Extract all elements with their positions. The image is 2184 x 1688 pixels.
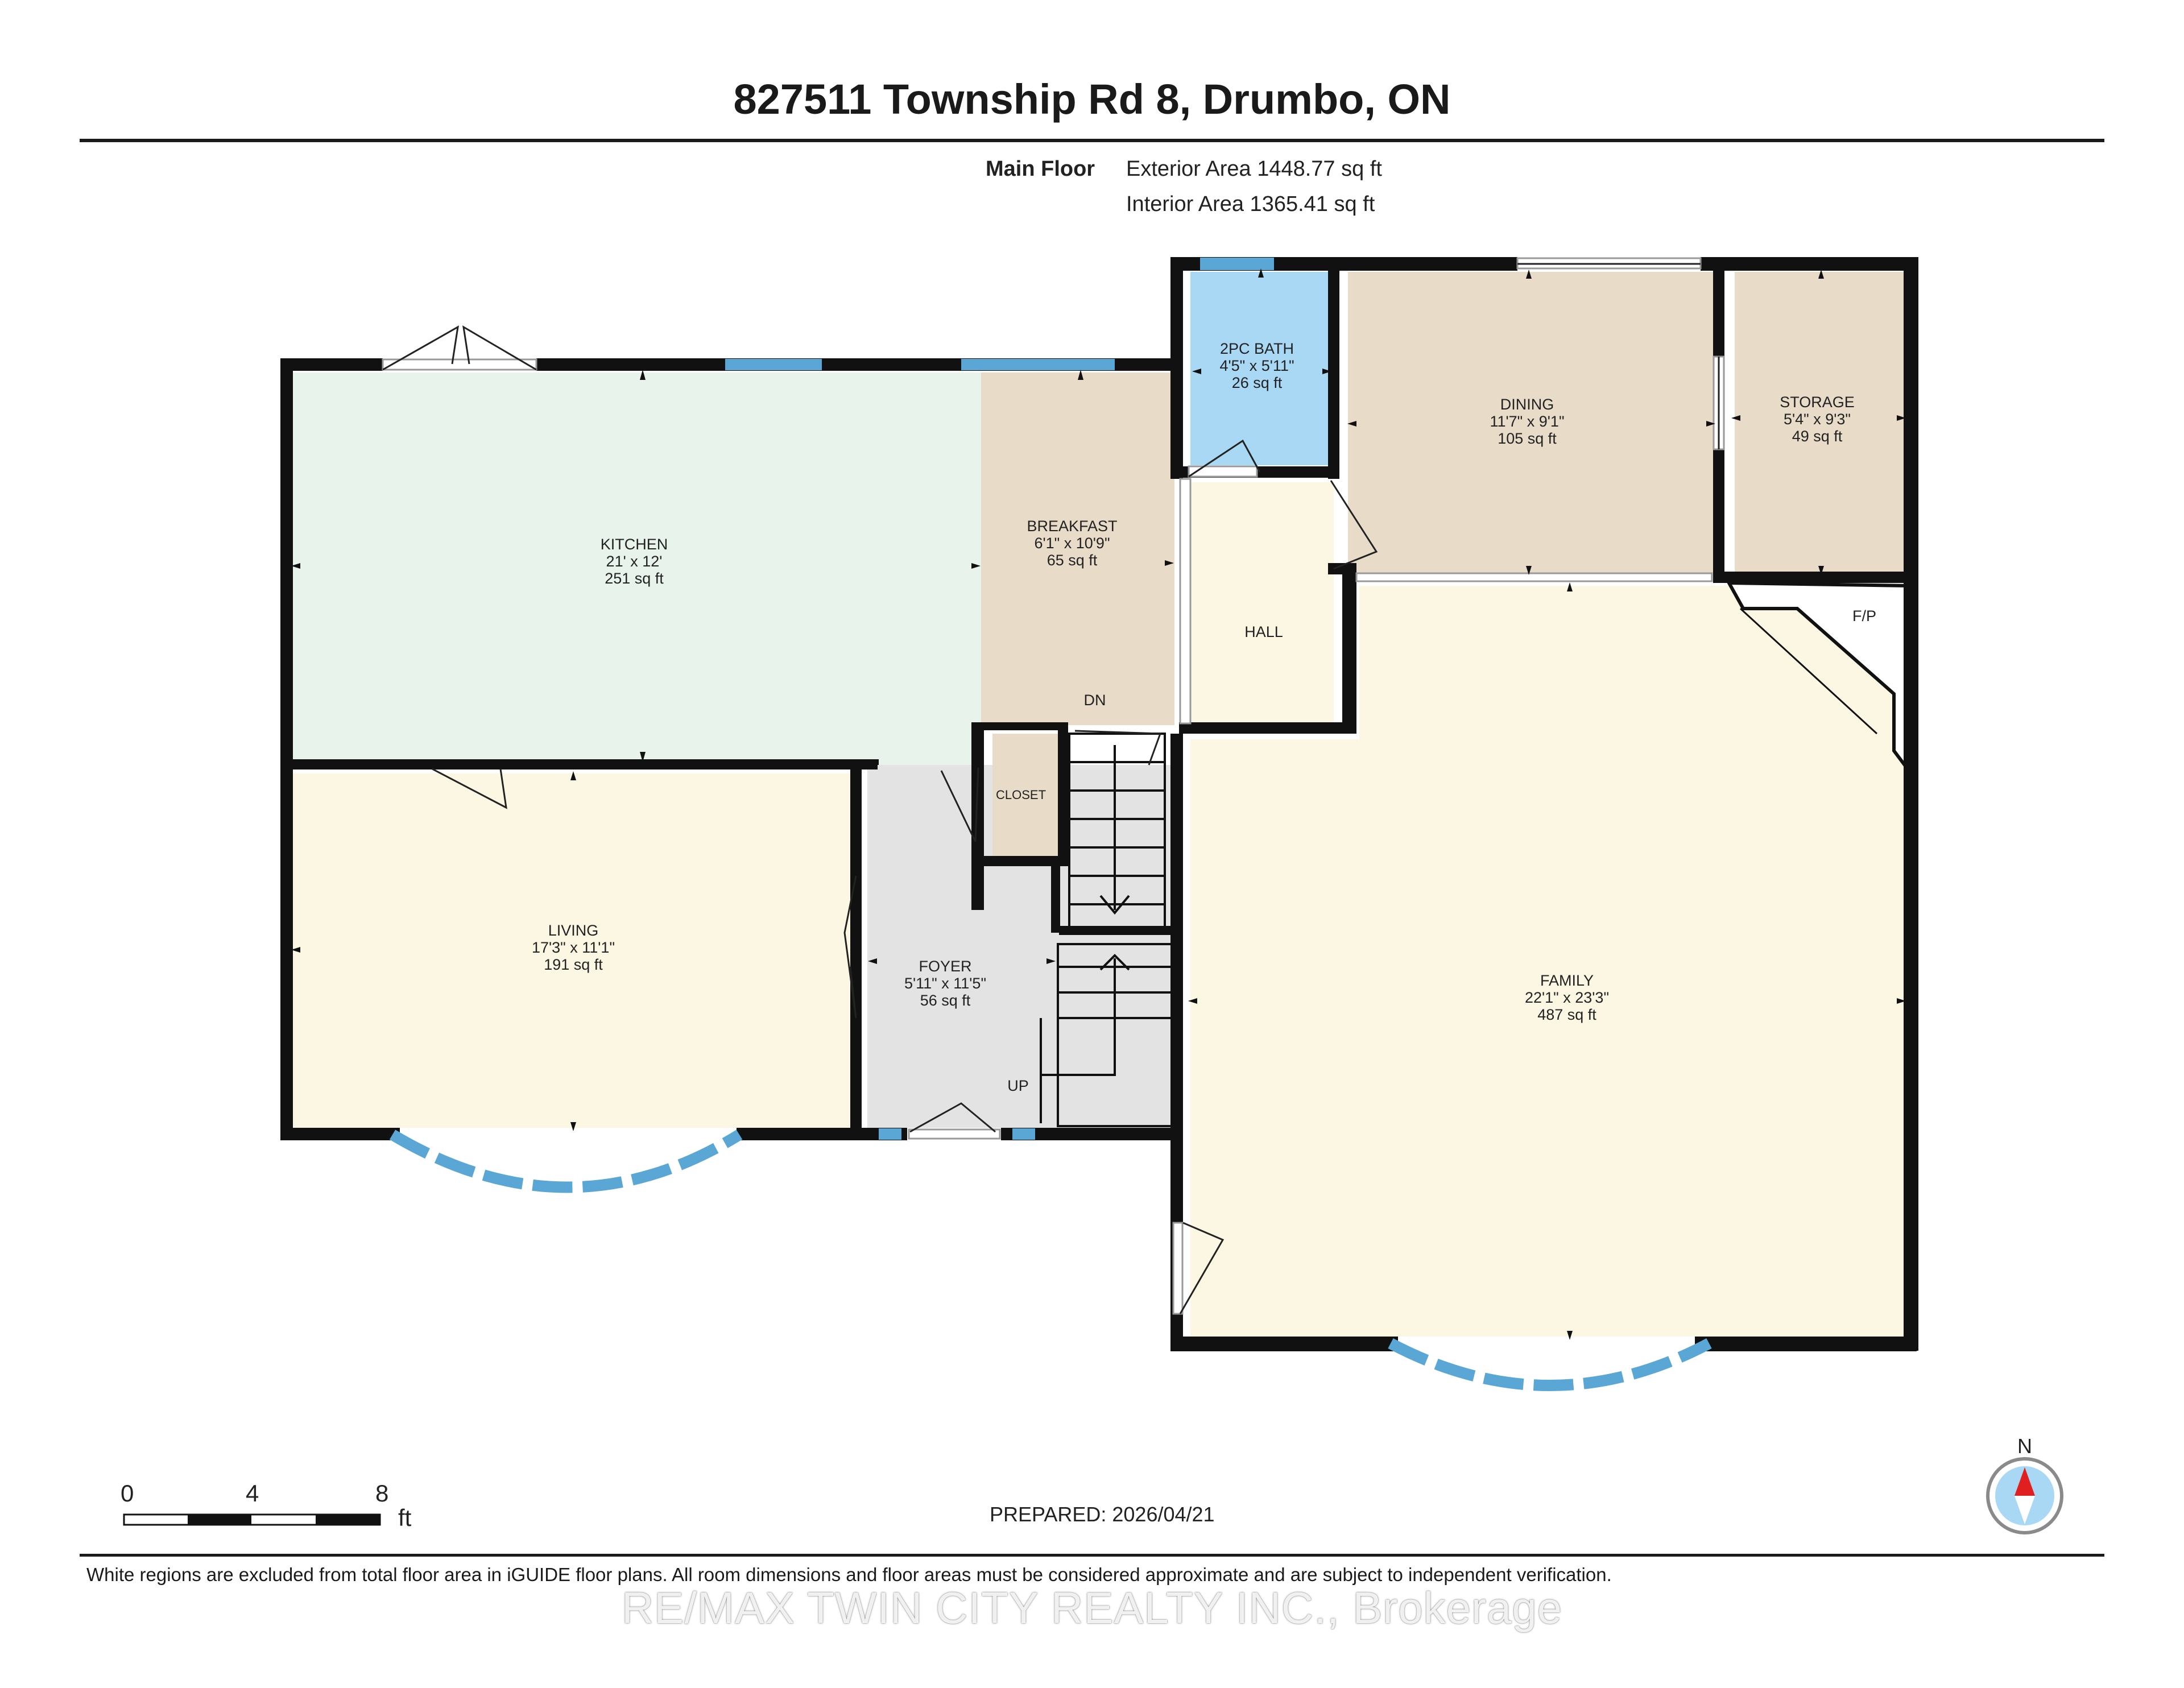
room-fill-closet <box>992 734 1058 859</box>
room-fill-storage <box>1735 272 1904 573</box>
bath-area: 26 sq ft <box>1232 374 1283 391</box>
exterior-area: Exterior Area 1448.77 sq ft <box>1126 157 1382 181</box>
scale-tick-0: 0 <box>121 1480 134 1507</box>
scale-bar <box>123 1513 381 1526</box>
room-fill-living <box>292 773 856 1128</box>
kitchen-area: 251 sq ft <box>605 570 664 587</box>
storage-dims: 5'4" x 9'3" <box>1784 411 1851 428</box>
fireplace-label: F/P <box>1852 607 1876 624</box>
family-label: FAMILY <box>1540 972 1594 989</box>
dining-area: 105 sq ft <box>1498 430 1557 447</box>
window <box>1200 258 1274 270</box>
bay-window-living <box>389 1130 743 1193</box>
windows <box>725 258 1274 1140</box>
interior-area: Interior Area 1365.41 sq ft <box>1126 192 1375 216</box>
breakfast-label: BREAKFAST <box>1027 518 1117 535</box>
stairs-down-label: DN <box>1084 692 1106 709</box>
living-area: 191 sq ft <box>544 956 603 973</box>
door-swings <box>382 263 1720 1314</box>
family-dims: 22'1" x 23'3" <box>1525 989 1609 1006</box>
scale-tick-4: 4 <box>246 1480 259 1507</box>
foyer-area: 56 sq ft <box>920 992 971 1009</box>
storage-area: 49 sq ft <box>1792 428 1843 445</box>
bath-label: 2PC BATH <box>1220 340 1294 357</box>
window <box>725 359 822 370</box>
breakfast-area: 65 sq ft <box>1047 552 1098 569</box>
brokerage-watermark: RE/MAX TWIN CITY REALTY INC., Brokerage <box>621 1583 1563 1633</box>
bath-dims: 4'5" x 5'11" <box>1219 357 1294 374</box>
scale-tick-8: 8 <box>375 1480 389 1507</box>
window <box>961 359 1115 370</box>
room-fill-family <box>1190 586 1904 1337</box>
closet-label: CLOSET <box>996 788 1046 802</box>
room-fill-hall <box>1190 482 1334 727</box>
foyer-dims: 5'11" x 11'5" <box>904 975 986 992</box>
doors <box>382 257 1725 1315</box>
floor-name: Main Floor <box>986 157 1095 181</box>
disclaimer: White regions are excluded from total fl… <box>86 1564 1612 1585</box>
compass-label: N <box>2017 1434 2032 1458</box>
north-arrow-icon <box>1986 1457 2063 1534</box>
footer-divider <box>80 1554 2104 1557</box>
window <box>879 1128 901 1140</box>
living-dims: 17'3" x 11'1" <box>532 939 615 956</box>
dimension-arrows <box>291 268 1906 1340</box>
storage-label: STORAGE <box>1780 394 1855 411</box>
family-area: 487 sq ft <box>1537 1006 1596 1023</box>
prepared-date: PREPARED: 2026/04/21 <box>990 1503 1215 1526</box>
dining-dims: 11'7" x 9'1" <box>1490 413 1564 430</box>
breakfast-dims: 6'1" x 10'9" <box>1034 535 1110 552</box>
room-fill-bath <box>1190 272 1334 465</box>
window <box>1012 1128 1035 1140</box>
kitchen-dims: 21' x 12' <box>606 553 663 570</box>
foyer-label: FOYER <box>919 958 971 975</box>
living-label: LIVING <box>548 922 599 939</box>
kitchen-label: KITCHEN <box>601 536 668 553</box>
bay-window-family <box>1388 1338 1712 1391</box>
room-fill-breakfast <box>981 373 1174 725</box>
room-fill-kitchen <box>292 373 981 765</box>
scale-unit: ft <box>398 1504 412 1531</box>
title-divider <box>80 139 2104 142</box>
room-fill-dining <box>1348 272 1723 573</box>
stairs-up-label: UP <box>1007 1077 1029 1094</box>
dining-label: DINING <box>1500 396 1554 413</box>
hall-label: HALL <box>1244 623 1283 640</box>
page-title: 827511 Township Rd 8, Drumbo, ON <box>733 76 1451 123</box>
